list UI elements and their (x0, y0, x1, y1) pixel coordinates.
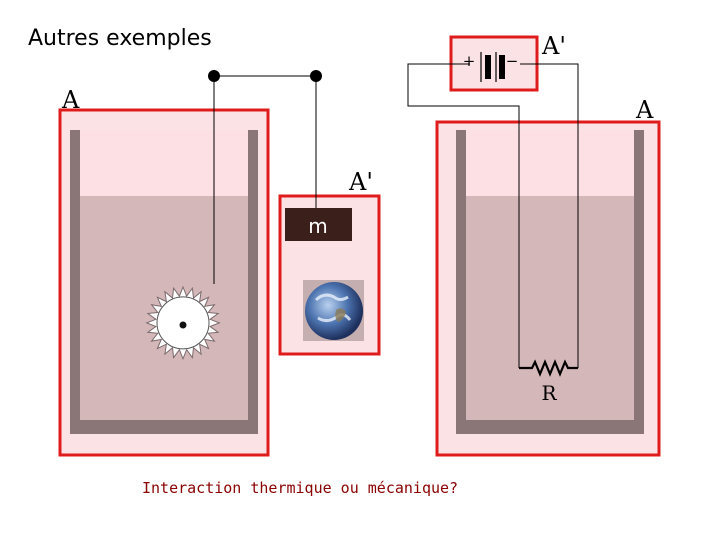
paddle-wheel-axle (180, 322, 187, 329)
system-a-left: A (60, 86, 268, 455)
system-a-prime-mass-label: A' (348, 168, 373, 196)
system-a-prime-mass: m A' (280, 168, 379, 354)
system-a-prime-battery-label: A' (541, 32, 566, 60)
battery-plus-sign: + (463, 52, 476, 70)
slide-title: Autres exemples (28, 26, 212, 51)
system-a-left-label: A (61, 86, 80, 114)
system-a-prime-battery: + − A' (451, 32, 566, 90)
pulley-left (208, 70, 220, 82)
mass-label: m (308, 214, 327, 238)
resistor-label: R (541, 381, 557, 405)
left-container-air (80, 130, 248, 196)
battery-minus-sign: − (506, 52, 519, 70)
pulley-right (310, 70, 322, 82)
right-container-air (466, 130, 634, 196)
system-a-right-label: A (635, 96, 654, 124)
slide-caption: Interaction thermique ou mécanique? (142, 479, 458, 497)
earth-icon (305, 282, 363, 340)
